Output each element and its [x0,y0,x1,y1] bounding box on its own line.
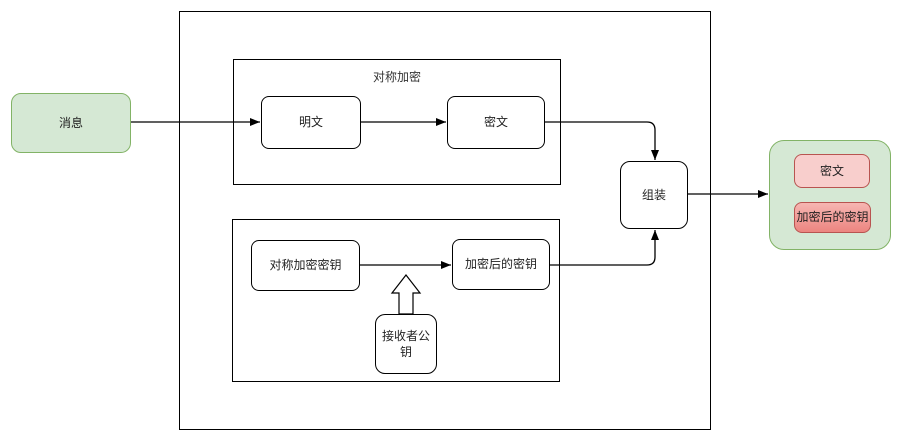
symmetric-encryption-section-label: 对称加密 [372,70,421,84]
result-package-group: 密文 加密后的密钥 [769,140,891,250]
node-plaintext-label: 明文 [298,115,323,130]
node-receiver-public-key-label: 接收者公钥 [382,328,431,359]
node-ciphertext: 密文 [447,96,545,149]
node-symmetric-key: 对称加密密钥 [251,240,360,291]
node-assemble-label: 组装 [641,187,666,202]
node-ciphertext-label: 密文 [483,115,508,130]
result-ciphertext: 密文 [794,154,870,188]
node-encrypted-key-label: 加密后的密钥 [464,257,537,272]
node-encrypted-key: 加密后的密钥 [452,239,550,290]
node-assemble: 组装 [620,161,688,229]
result-ciphertext-label: 密文 [819,163,844,178]
outer-container [179,11,711,430]
node-receiver-public-key: 接收者公钥 [375,314,437,374]
node-plaintext: 明文 [261,96,361,149]
node-symmetric-key-label: 对称加密密钥 [269,258,342,273]
node-message: 消息 [11,93,131,153]
node-message-label: 消息 [58,115,83,130]
key-encryption-section [232,219,560,382]
result-encrypted-key-label: 加密后的密钥 [796,210,869,225]
result-encrypted-key: 加密后的密钥 [794,202,871,233]
